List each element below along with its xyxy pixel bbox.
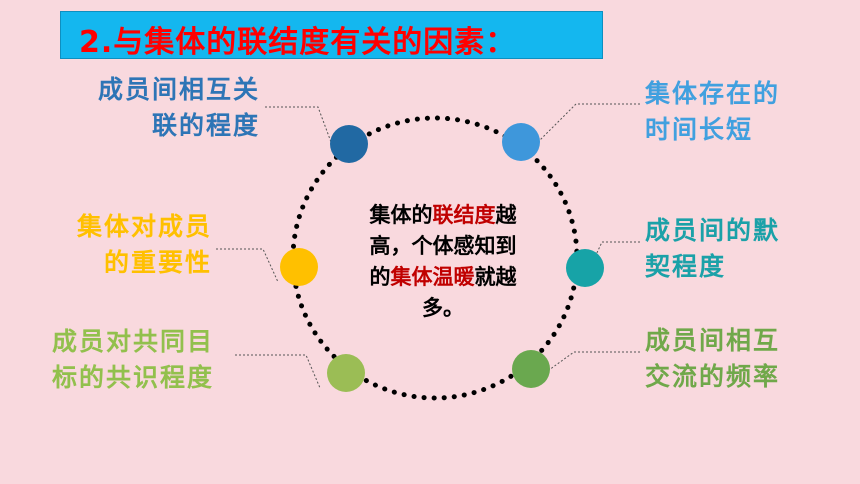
leader-line-2: [537, 103, 640, 143]
factor-label-5-line-1: 成员对共同目: [52, 327, 215, 356]
factor-label-6-line-2: 交流的频率: [645, 362, 781, 391]
page-title: 2.与集体的联结度有关的因素：: [79, 25, 517, 60]
factor-label-6: 成员间相互 交流的频率: [645, 323, 780, 395]
leader-line-6: [548, 351, 640, 371]
factor-label-6-line-1: 成员间相互: [645, 326, 781, 355]
node-1: [330, 125, 368, 163]
factor-label-2-line-1: 集体存在的: [645, 79, 781, 108]
leader-line-3: [216, 248, 279, 283]
leader-line-5: [235, 354, 321, 389]
leader-line-1: [265, 106, 332, 143]
center-line-1-pre: 集体的: [369, 203, 433, 227]
factor-label-2-line-2: 时间长短: [645, 115, 754, 144]
factor-label-4-line-2: 契程度: [645, 252, 727, 281]
center-line-1-post: 越: [495, 203, 517, 227]
center-line-4: 多。: [422, 296, 464, 320]
factor-label-3-line-1: 集体对成员: [76, 212, 212, 241]
node-2: [502, 123, 540, 161]
center-line-3-post: 就越: [474, 265, 517, 289]
factor-label-1-line-1: 成员间相互关: [97, 75, 260, 104]
center-line-3: 的集体温暖就越: [338, 262, 548, 293]
factor-label-5-line-2: 标的共识程度: [52, 363, 215, 392]
factor-label-4: 成员间的默 契程度: [645, 213, 780, 285]
center-line-3-pre: 的: [369, 265, 391, 289]
factor-label-1-line-2: 联的程度: [151, 111, 260, 140]
center-highlight-1: 联结度: [432, 203, 496, 227]
center-statement: 集体的联结度越 高，个体感知到 的集体温暖就越 多。: [338, 200, 548, 324]
factor-label-1: 成员间相互关 联的程度: [60, 72, 260, 144]
center-line-1: 集体的联结度越: [338, 200, 548, 231]
node-3: [280, 248, 318, 286]
factor-label-3-line-2: 的重要性: [103, 248, 212, 277]
node-6: [512, 350, 550, 388]
factor-label-2: 集体存在的 时间长短: [645, 76, 780, 148]
title-bar: 2.与集体的联结度有关的因素：: [60, 11, 603, 60]
node-5: [327, 354, 365, 392]
factor-label-4-line-1: 成员间的默: [645, 216, 781, 245]
center-line-2: 高，个体感知到: [369, 234, 517, 258]
center-highlight-2: 集体温暖: [390, 265, 475, 289]
factor-label-3: 集体对成员 的重要性: [40, 209, 212, 281]
node-4: [566, 249, 604, 287]
factor-label-5: 成员对共同目 标的共识程度: [52, 324, 214, 396]
